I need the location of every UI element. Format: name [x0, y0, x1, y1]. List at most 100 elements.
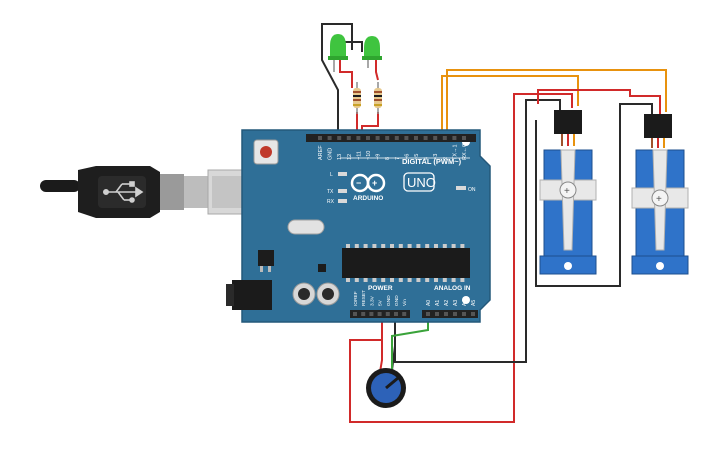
wires [321, 23, 667, 423]
chip-pin [451, 244, 456, 248]
wire-led1-lead[interactable] [339, 58, 353, 88]
digital-pin-hole[interactable] [423, 136, 428, 140]
wire-led2-lead[interactable] [375, 58, 379, 81]
chip-pin [346, 278, 350, 282]
led-l [338, 172, 347, 176]
digital-pin-hole[interactable] [366, 136, 370, 140]
wire-servo2-red[interactable] [537, 89, 661, 114]
led-rx-label: RX [327, 199, 335, 205]
digital-pin-label: ~9 [376, 154, 382, 160]
chip-pin [381, 278, 386, 282]
digital-pin-hole[interactable] [385, 136, 390, 140]
digital-pin-hole[interactable] [327, 136, 332, 140]
analog-pin-label: A1 [435, 300, 441, 306]
power-jack[interactable] [232, 280, 272, 310]
wire-servo-signal-2[interactable] [446, 69, 667, 136]
small-chip [318, 264, 326, 272]
digital-pin-label: ~11 [356, 151, 362, 160]
led-green-1[interactable] [328, 34, 348, 72]
power-pin-hole[interactable] [385, 312, 390, 316]
power-pin-hole[interactable] [402, 312, 407, 316]
power-pin-label: Vin [402, 299, 408, 306]
analog-pin-hole[interactable] [435, 312, 439, 316]
servo-2[interactable]: + [631, 114, 689, 275]
digital-pin-hole[interactable] [433, 136, 438, 140]
digital-pin-hole[interactable] [452, 136, 457, 140]
digital-pin-label: ~3 [433, 154, 439, 160]
led-tx-label: TX [327, 189, 334, 195]
digital-header[interactable] [306, 134, 476, 142]
chip-pin [398, 278, 403, 282]
led-on-label: ON [468, 187, 476, 193]
power-pin-hole[interactable] [353, 312, 357, 316]
digital-pin-hole[interactable] [346, 136, 351, 140]
chip-pin [372, 278, 377, 282]
led-l-label: L [330, 172, 333, 178]
power-header-label: POWER [368, 285, 393, 292]
digital-pin-label: 4 [424, 157, 430, 160]
power-pin-hole[interactable] [377, 312, 382, 316]
led-tx [338, 189, 347, 193]
analog-pin-hole[interactable] [453, 312, 457, 316]
led-rx [338, 199, 347, 203]
analog-pin-label: A2 [444, 300, 450, 306]
brand-label: ARDUINO [353, 195, 383, 202]
digital-pin-hole[interactable] [394, 136, 399, 140]
chip-pin [425, 278, 430, 282]
digital-pin-hole[interactable] [462, 136, 466, 140]
analog-pin-hole[interactable] [444, 312, 448, 316]
chip-pin [425, 244, 430, 248]
chip-pin [390, 244, 394, 248]
power-pin-label: IOREF [353, 291, 359, 306]
digital-pin-hole[interactable] [318, 136, 322, 140]
analog-pin-hole[interactable] [426, 312, 430, 316]
chip-pin [451, 278, 456, 282]
resistor-2[interactable] [374, 82, 382, 114]
digital-pin-hole[interactable] [356, 136, 361, 140]
analog-header[interactable] [422, 310, 478, 318]
resistor-1[interactable] [353, 82, 361, 114]
digital-pin-hole[interactable] [337, 136, 342, 140]
analog-pin-label: A0 [426, 300, 432, 306]
servo-1-horn-icon [559, 181, 577, 199]
analog-pin-label: A4 [462, 300, 468, 306]
potentiometer[interactable] [366, 368, 406, 408]
digital-pin-label: AREF [318, 145, 324, 160]
chip-pin [363, 244, 368, 248]
digital-pin-label: ~6 [404, 154, 410, 160]
atmega-chip [342, 248, 470, 278]
servo-1-connector[interactable] [554, 110, 582, 134]
digital-pin-hole[interactable] [404, 136, 409, 140]
digital-pin-hole[interactable] [414, 136, 418, 140]
digital-pin-label: RX←0 [462, 144, 468, 160]
wire-servo2-black[interactable] [535, 103, 653, 287]
servo-1[interactable]: + [539, 110, 597, 275]
power-pin-hole[interactable] [361, 312, 366, 316]
wire-pot-5v[interactable] [379, 312, 383, 373]
logo-minus: − [356, 178, 361, 188]
led-green-2[interactable] [362, 36, 382, 68]
chip-pin [434, 244, 438, 248]
model-label: UNO [407, 175, 436, 190]
analog-pin-hole[interactable] [462, 312, 466, 316]
wire-led-gnd[interactable] [321, 23, 353, 136]
wire-servo1-red[interactable] [349, 93, 573, 423]
digital-pin-hole[interactable] [442, 136, 447, 140]
digital-pin-label: 13 [337, 154, 343, 160]
digital-pin-label: 2 [443, 157, 449, 160]
power-pin-hole[interactable] [394, 312, 398, 316]
chip-pin [354, 278, 359, 282]
digital-pin-label: GND [328, 148, 334, 160]
analog-pin-hole[interactable] [471, 312, 475, 316]
servo-2-connector[interactable] [644, 114, 672, 138]
power-pin-hole[interactable] [369, 312, 374, 316]
digital-pin-label: 7 [395, 157, 401, 160]
chip-pin [407, 244, 412, 248]
chip-pin [460, 278, 465, 282]
digital-pin-hole[interactable] [375, 136, 380, 140]
servo-2-horn-icon [651, 189, 669, 207]
